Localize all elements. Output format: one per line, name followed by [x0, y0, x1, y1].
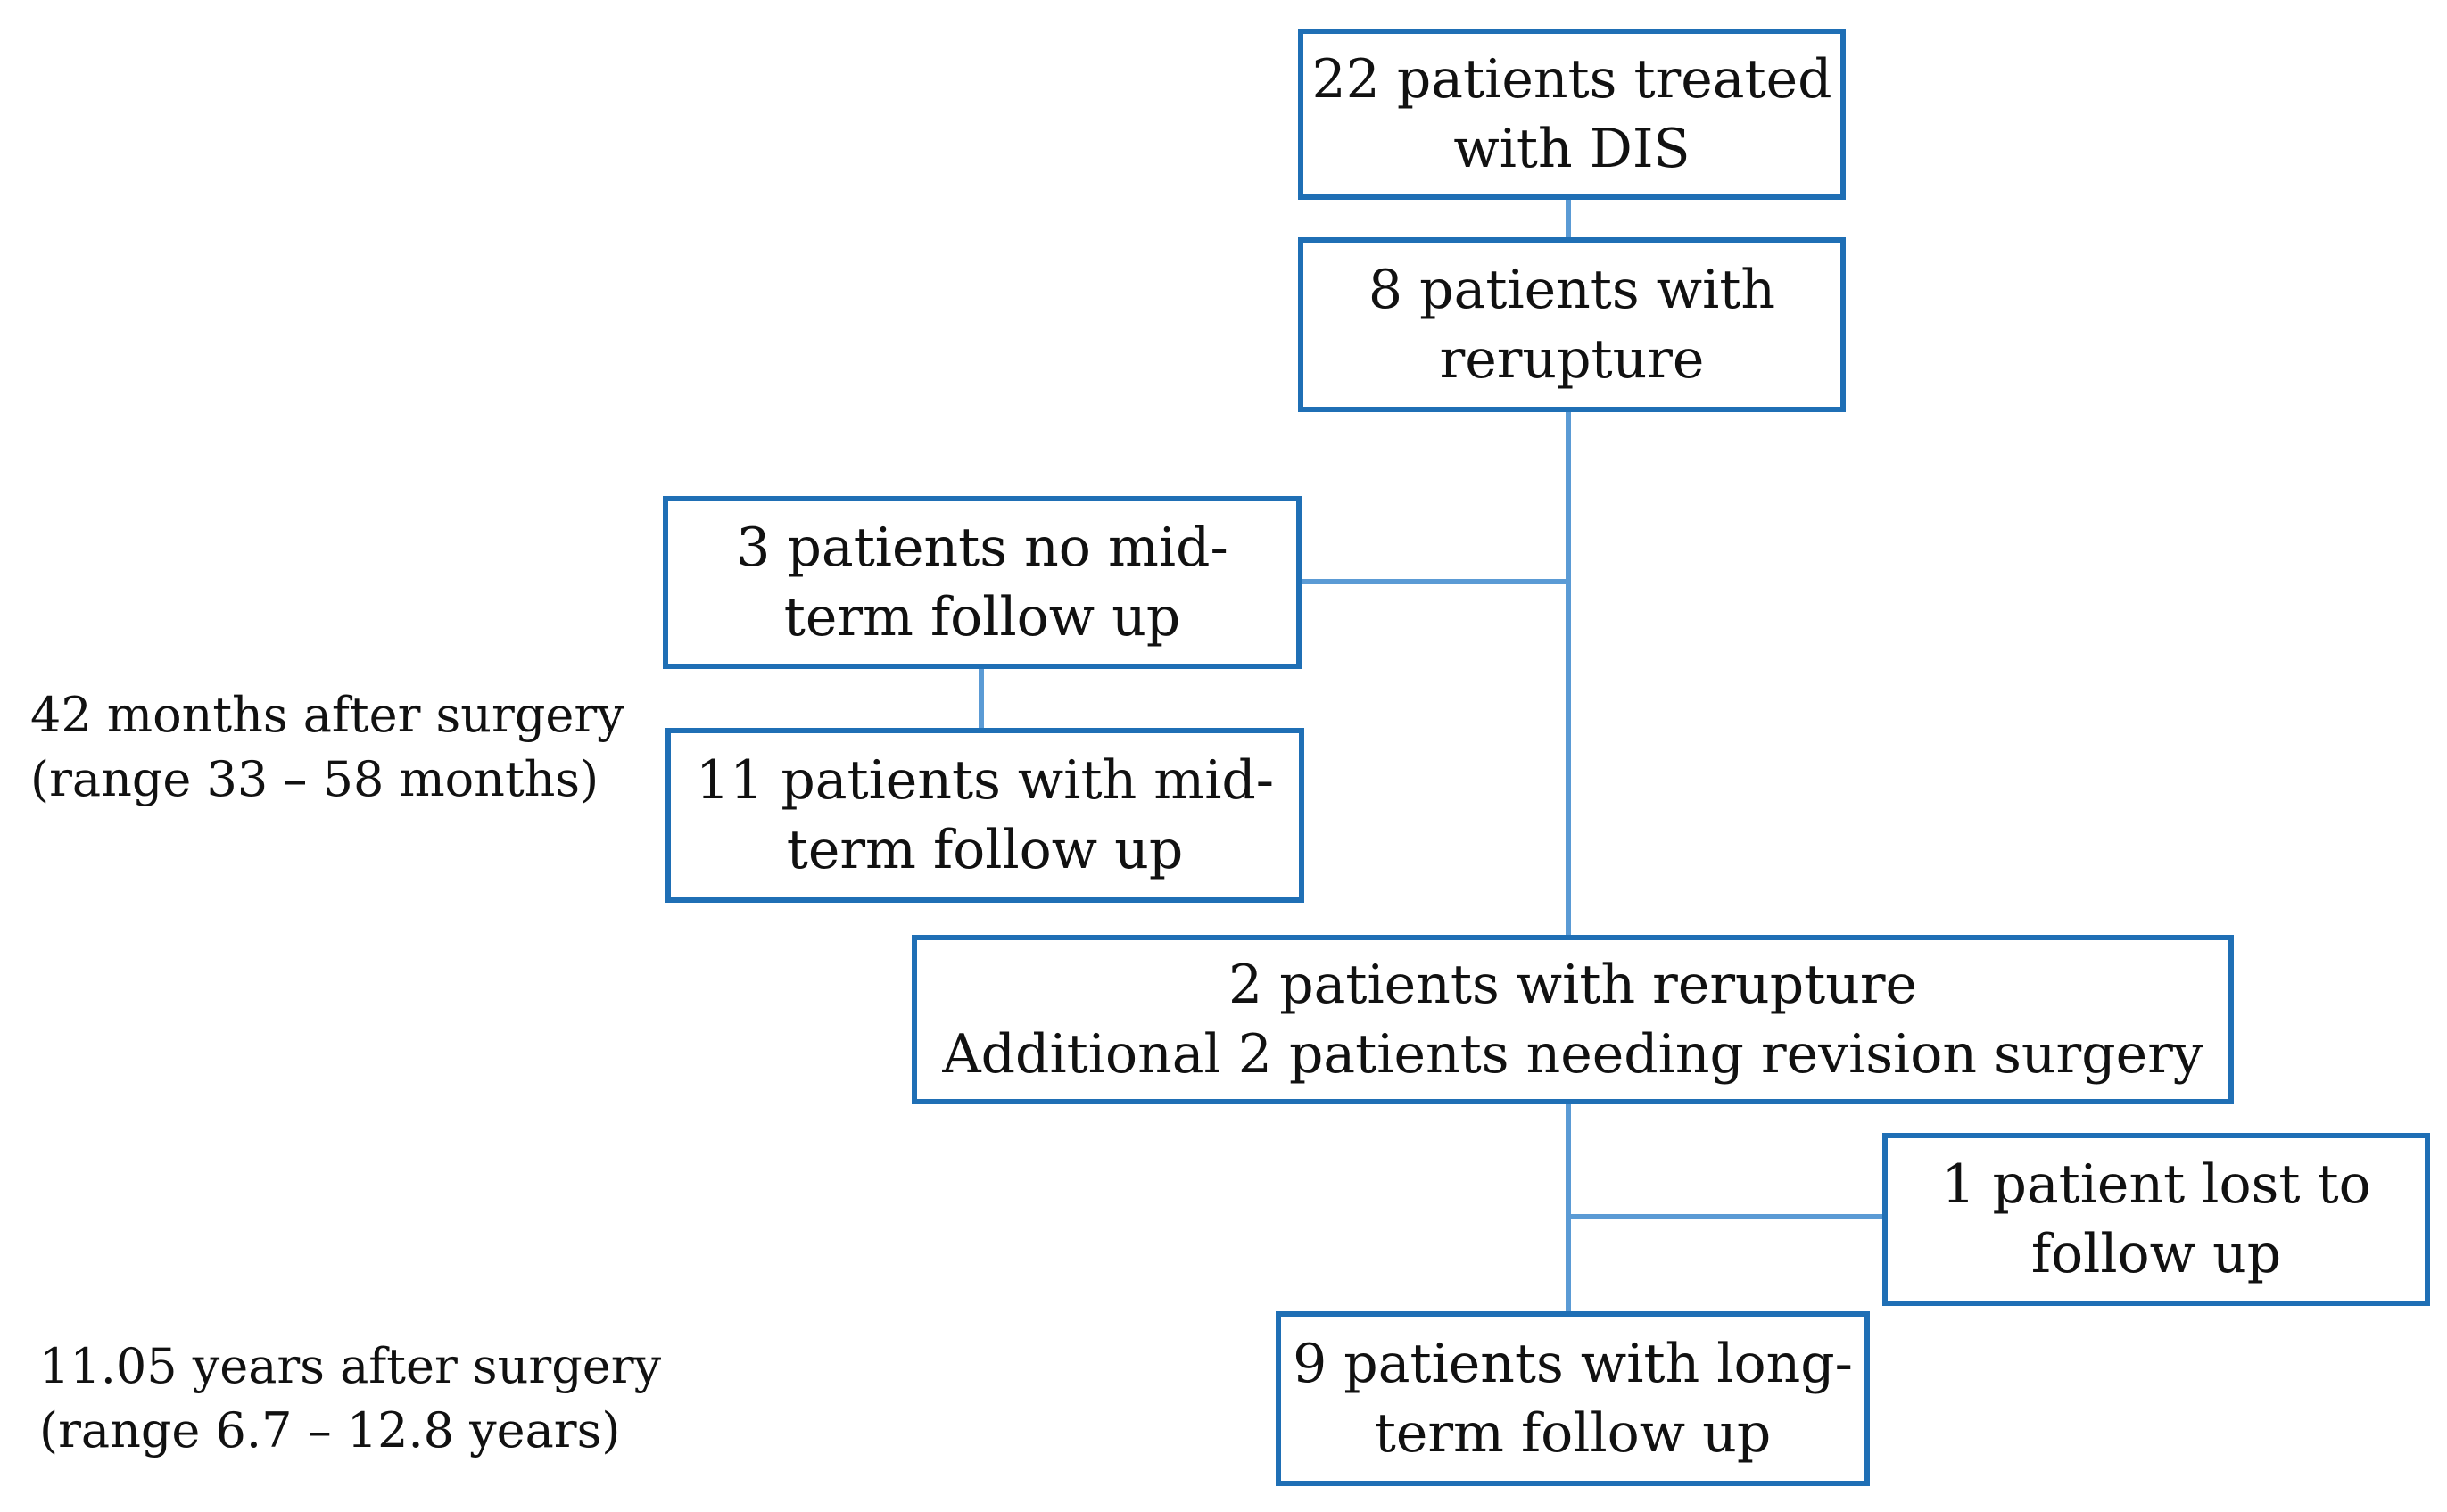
box-text: term follow up: [1374, 1402, 1772, 1465]
box-text: term follow up: [786, 819, 1184, 881]
box-text: rerupture: [1439, 328, 1705, 391]
longterm-timing-note: 11.05 years after surgery (range 6.7 – 1…: [39, 1334, 661, 1463]
box-text: 9 patients with long-: [1293, 1333, 1853, 1395]
box-text: Additional 2 patients needing revision s…: [942, 1023, 2203, 1086]
box-text: 1 patient lost to: [1941, 1153, 2371, 1216]
box-text: term follow up: [783, 586, 1181, 649]
box-text: 8 patients with: [1368, 259, 1776, 321]
note-text: 11.05 years after surgery: [39, 1338, 662, 1394]
box-revision-surgery: 2 patients with rerupture Additional 2 p…: [912, 935, 2234, 1104]
note-text: 42 months after surgery: [30, 687, 624, 743]
box-text: 3 patients no mid-: [736, 516, 1228, 579]
box-text: 2 patients with rerupture: [1228, 954, 1918, 1016]
box-patients-treated: 22 patients treated with DIS: [1298, 29, 1846, 200]
box-text: 22 patients treated: [1311, 48, 1832, 111]
note-text: (range 33 – 58 months): [30, 751, 599, 807]
box-longterm-follow-up: 9 patients with long- term follow up: [1276, 1311, 1870, 1486]
note-text: (range 6.7 – 12.8 years): [39, 1402, 621, 1458]
box-no-midterm-follow-up: 3 patients no mid- term follow up: [663, 496, 1302, 669]
box-patients-rerupture: 8 patients with rerupture: [1298, 237, 1846, 412]
box-lost-to-follow-up: 1 patient lost to follow up: [1882, 1133, 2430, 1306]
box-text: 11 patients with mid-: [695, 749, 1275, 812]
box-midterm-follow-up: 11 patients with mid- term follow up: [665, 728, 1304, 903]
box-text: follow up: [2030, 1223, 2282, 1285]
midterm-timing-note: 42 months after surgery (range 33 – 58 m…: [30, 683, 624, 812]
box-text: with DIS: [1453, 118, 1691, 180]
